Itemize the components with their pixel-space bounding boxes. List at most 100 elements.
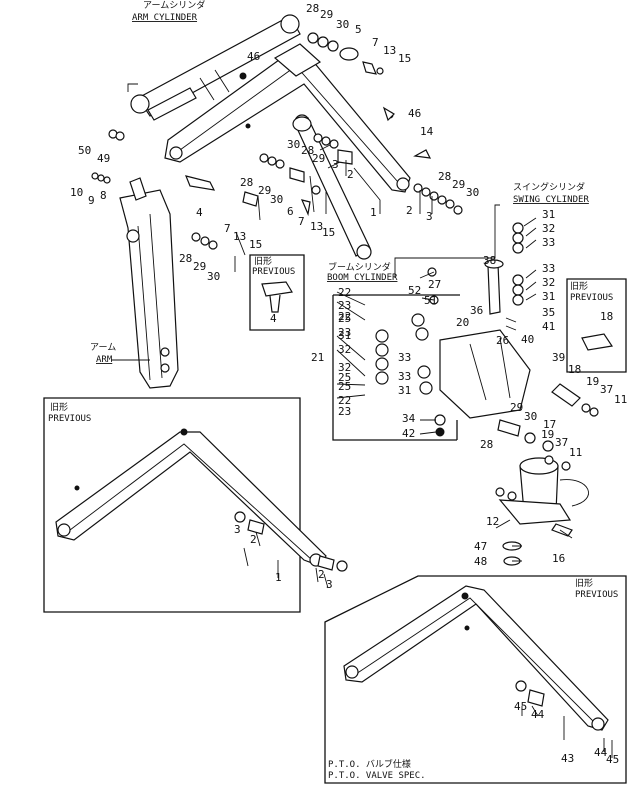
callout-12: 12 bbox=[486, 515, 499, 528]
callout-17: 17 bbox=[543, 418, 556, 431]
callout-5: 5 bbox=[355, 23, 362, 36]
callout-47: 47 bbox=[474, 540, 487, 553]
label-previous-en-1: PREVIOUS bbox=[252, 267, 295, 277]
callout-23: 23 bbox=[338, 326, 351, 339]
callout-11: 11 bbox=[614, 393, 627, 406]
callout-40: 40 bbox=[521, 333, 534, 346]
callout-23: 23 bbox=[338, 299, 351, 312]
top-pin-group bbox=[307, 32, 432, 159]
boom-cylinder-leader bbox=[394, 204, 500, 278]
previous-boom-bottom-right bbox=[343, 585, 609, 731]
callout-33: 33 bbox=[542, 262, 555, 275]
callout-13: 13 bbox=[310, 220, 323, 233]
callout-2: 2 bbox=[406, 204, 413, 217]
label-arm-ja: アーム bbox=[90, 342, 116, 353]
callout-22: 22 bbox=[338, 394, 351, 407]
label-arm-en: ARM bbox=[96, 355, 113, 365]
callout-30: 30 bbox=[287, 138, 300, 151]
label-previous-en-4: PREVIOUS bbox=[575, 590, 618, 600]
callout-33: 33 bbox=[542, 236, 555, 249]
previous-box-pin-small bbox=[249, 254, 305, 331]
callout-25: 25 bbox=[338, 371, 351, 384]
arm-cylinder bbox=[130, 14, 301, 121]
callout-39: 39 bbox=[552, 351, 565, 364]
callout-46: 46 bbox=[408, 107, 421, 120]
callout-50: 50 bbox=[78, 144, 91, 157]
callout-18: 18 bbox=[568, 363, 581, 376]
callout-45: 45 bbox=[606, 753, 619, 766]
leader-lines bbox=[111, 83, 613, 758]
callout-37: 37 bbox=[600, 383, 613, 396]
callout-34: 34 bbox=[402, 412, 416, 425]
callout-27: 27 bbox=[428, 278, 441, 291]
label-previous-ja-2: 旧形 bbox=[570, 280, 588, 292]
callout-2: 2 bbox=[347, 168, 354, 181]
callout-11: 11 bbox=[569, 446, 582, 459]
callout-31: 31 bbox=[338, 329, 351, 342]
callout-15: 15 bbox=[398, 52, 411, 65]
callout-30: 30 bbox=[524, 410, 537, 423]
callout-28: 28 bbox=[301, 144, 314, 157]
label-previous-ja-3: 旧形 bbox=[50, 401, 68, 413]
callout-45: 45 bbox=[514, 700, 527, 713]
label-swing-cylinder-ja: スイングシリンダ bbox=[513, 181, 585, 193]
callout-28: 28 bbox=[480, 438, 493, 451]
previous-boom-left bbox=[55, 428, 348, 572]
mid-pin-group bbox=[259, 116, 463, 217]
callout-14: 14 bbox=[420, 125, 434, 138]
callout-8: 8 bbox=[100, 189, 107, 202]
callout-35: 35 bbox=[542, 306, 555, 319]
swing-post bbox=[495, 455, 589, 566]
label-arm-cylinder-ja: アームシリンダ bbox=[143, 0, 205, 11]
label-arm-cylinder-en: ARM CYLINDER bbox=[132, 13, 198, 23]
callout-30: 30 bbox=[270, 193, 283, 206]
previous-box-bottom-right bbox=[324, 575, 627, 784]
swing-bracket bbox=[375, 222, 599, 452]
callout-1: 1 bbox=[275, 571, 282, 584]
callout-38: 38 bbox=[483, 254, 496, 267]
callout-7: 7 bbox=[298, 215, 305, 228]
callout-6: 6 bbox=[287, 205, 294, 218]
callout-18: 18 bbox=[600, 310, 613, 323]
callout-13: 13 bbox=[233, 230, 246, 243]
callout-4: 4 bbox=[196, 206, 203, 219]
callout-20: 20 bbox=[456, 316, 469, 329]
callout-7: 7 bbox=[224, 222, 231, 235]
arm bbox=[119, 177, 179, 389]
callout-51: 51 bbox=[424, 294, 437, 307]
callout-28: 28 bbox=[438, 170, 451, 183]
callout-29: 29 bbox=[452, 178, 465, 191]
callout-3: 3 bbox=[426, 210, 433, 223]
label-boom-cylinder-ja: ブームシリンダ bbox=[328, 261, 391, 273]
callout-23: 23 bbox=[338, 405, 351, 418]
callout-29: 29 bbox=[510, 401, 523, 414]
callout-26: 26 bbox=[496, 334, 509, 347]
callout-9: 9 bbox=[88, 194, 95, 207]
callout-36: 36 bbox=[470, 304, 483, 317]
callout-46: 46 bbox=[247, 50, 260, 63]
callout-33: 33 bbox=[398, 351, 411, 364]
callout-32: 32 bbox=[338, 361, 351, 374]
label-previous-en-2: PREVIOUS bbox=[570, 293, 613, 303]
callout-29: 29 bbox=[258, 184, 271, 197]
callout-30: 30 bbox=[466, 186, 479, 199]
swing-bracket-frame bbox=[332, 294, 460, 441]
labels: アームシリンダ ARM CYLINDER スイングシリンダ SWING CYLI… bbox=[48, 0, 618, 781]
callout-10: 10 bbox=[70, 186, 83, 199]
callout-31: 31 bbox=[542, 290, 555, 303]
callout-52: 52 bbox=[408, 284, 421, 297]
callout-28: 28 bbox=[179, 252, 192, 265]
previous-pin-right-shape bbox=[581, 333, 614, 351]
callout-4: 4 bbox=[270, 312, 277, 325]
callout-25: 25 bbox=[338, 312, 351, 325]
callout-7: 7 bbox=[372, 36, 379, 49]
callout-29: 29 bbox=[193, 260, 206, 273]
callout-32: 32 bbox=[542, 276, 555, 289]
callout-48: 48 bbox=[474, 555, 487, 568]
callout-25: 25 bbox=[338, 380, 351, 393]
callout-3: 3 bbox=[234, 523, 241, 536]
callout-22: 22 bbox=[338, 286, 351, 299]
callout-2: 2 bbox=[318, 568, 325, 581]
callout-2: 2 bbox=[250, 533, 257, 546]
